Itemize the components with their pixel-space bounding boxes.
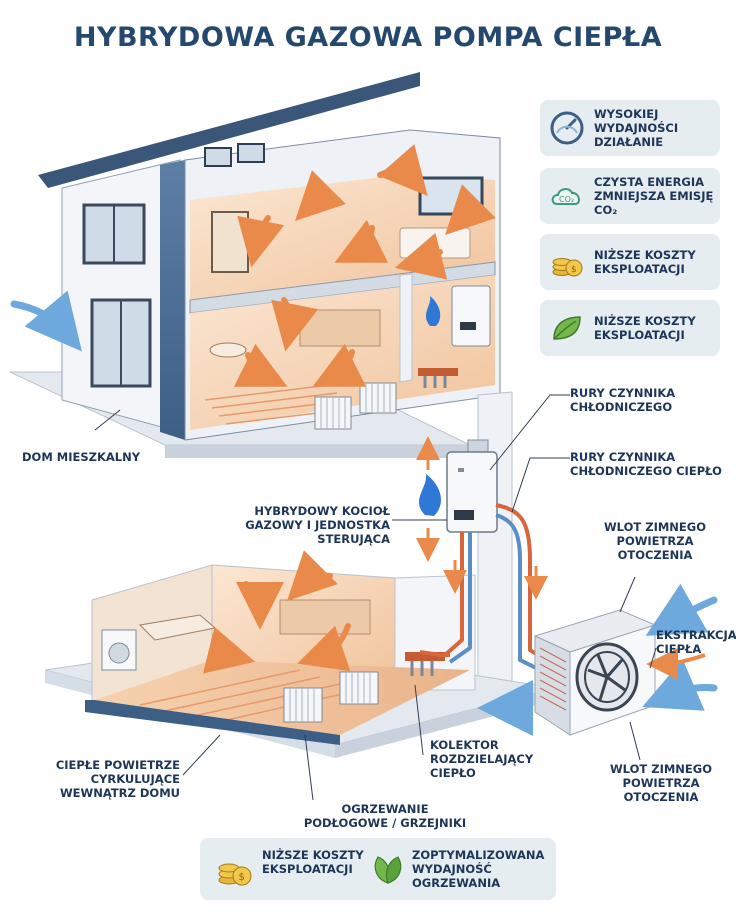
- label-boiler: HYBRYDOWY KOCIOŁ GAZOWY I JEDNOSTKA STER…: [245, 504, 390, 546]
- lower-radiator-2: [339, 671, 379, 705]
- roof: [38, 72, 420, 188]
- benefit-text: WYSOKIEJ WYDAJNOŚCI DZIAŁANIE: [594, 107, 679, 149]
- label-cold-air-inlet-top: WLOT ZIMNEGO POWIETRZA OTOCZENIA: [604, 520, 706, 562]
- gauge-icon: [550, 111, 584, 145]
- leaf-icon: [553, 316, 581, 340]
- co2-cloud-icon: CO₂: [551, 188, 580, 205]
- cold-air-arrow-house: [10, 290, 82, 352]
- benefit-card-1: WYSOKIEJ WYDAJNOŚCI DZIAŁANIE: [540, 100, 720, 156]
- label-refrigerant-pipes-warm: RURY CZYNNIKA CHŁODNICZEGO CIEPŁO: [570, 450, 722, 478]
- leaves-icon: [374, 856, 402, 884]
- refrigerant-pipes: [419, 503, 547, 672]
- upper-manifold: [418, 368, 458, 388]
- upper-radiator-2: [359, 382, 397, 414]
- label-heat-extraction: EKSTRAKCJA CIEPŁA: [656, 628, 736, 656]
- label-warm-air: CIEPŁE POWIETRZE CYRKULUJĄCE WEWNĄTRZ DO…: [55, 758, 180, 800]
- label-house: DOM MIESZKALNY: [22, 450, 141, 464]
- benefit-text: NIŻSZE KOSZTY EKSPLOATACJI: [594, 314, 696, 342]
- upper-house: [9, 72, 501, 458]
- label-floor-heating: OGRZEWANIE PODŁOGOWE / GRZEJNIKI: [303, 802, 467, 830]
- benefit-card-4: NIŻSZE KOSZTY EKSPLOATACJI: [540, 300, 720, 356]
- bottom-benefits-card: $ NIŻSZE KOSZTY EKSPLOATACJI ZOPTYMALIZO…: [200, 838, 556, 900]
- svg-text:CO₂: CO₂: [559, 195, 574, 204]
- coins-icon: $: [552, 258, 583, 277]
- svg-text:$: $: [571, 265, 577, 275]
- upper-flame-icon: [425, 296, 441, 326]
- hybrid-boiler-unit: [446, 439, 498, 533]
- label-cold-air-inlet-bottom: WLOT ZIMNEGO POWIETRZA OTOCZENIA: [610, 762, 712, 804]
- coins-icon: $: [218, 863, 252, 886]
- clerestory-window-1: [204, 147, 232, 167]
- clerestory-window-2: [237, 143, 265, 163]
- bottom-benefit-text: ZOPTYMALIZOWANA WYDAJNOŚĆ OGRZEWANIA: [412, 848, 545, 890]
- fan-icon: [584, 651, 630, 703]
- benefit-text: CZYSTA ENERGIA ZMNIEJSZA EMISJĘ CO₂: [594, 175, 714, 217]
- lower-manifold: [405, 652, 445, 676]
- lower-radiator-1: [283, 687, 323, 723]
- benefit-card-2: CO₂ CZYSTA ENERGIA ZMNIEJSZA EMISJĘ CO₂: [540, 168, 720, 224]
- bottom-benefit-text: NIŻSZE KOSZTY EKSPLOATACJI: [262, 848, 364, 876]
- label-refrigerant-pipes: RURY CZYNNIKA CHŁODNICZEGO: [570, 386, 676, 414]
- washing-machine: [101, 629, 137, 671]
- upper-radiator-1: [314, 396, 352, 430]
- upper-boiler: [451, 285, 491, 347]
- lower-house: [44, 550, 556, 758]
- outdoor-heat-pump-unit: [533, 609, 657, 736]
- benefit-card-3: $ NIŻSZE KOSZTY EKSPLOATACJI: [540, 234, 720, 290]
- svg-text:$: $: [239, 872, 245, 883]
- bedroom-window: [418, 176, 484, 216]
- boiler-flame-icon: [418, 474, 441, 516]
- page-title: HYBRYDOWA GAZOWA POMPA CIEPŁA: [73, 22, 663, 53]
- benefit-text: NIŻSZE KOSZTY EKSPLOATACJI: [594, 248, 696, 276]
- label-manifold: KOLEKTOR ROZDZIELAJĄCY CIEPŁO: [430, 738, 534, 780]
